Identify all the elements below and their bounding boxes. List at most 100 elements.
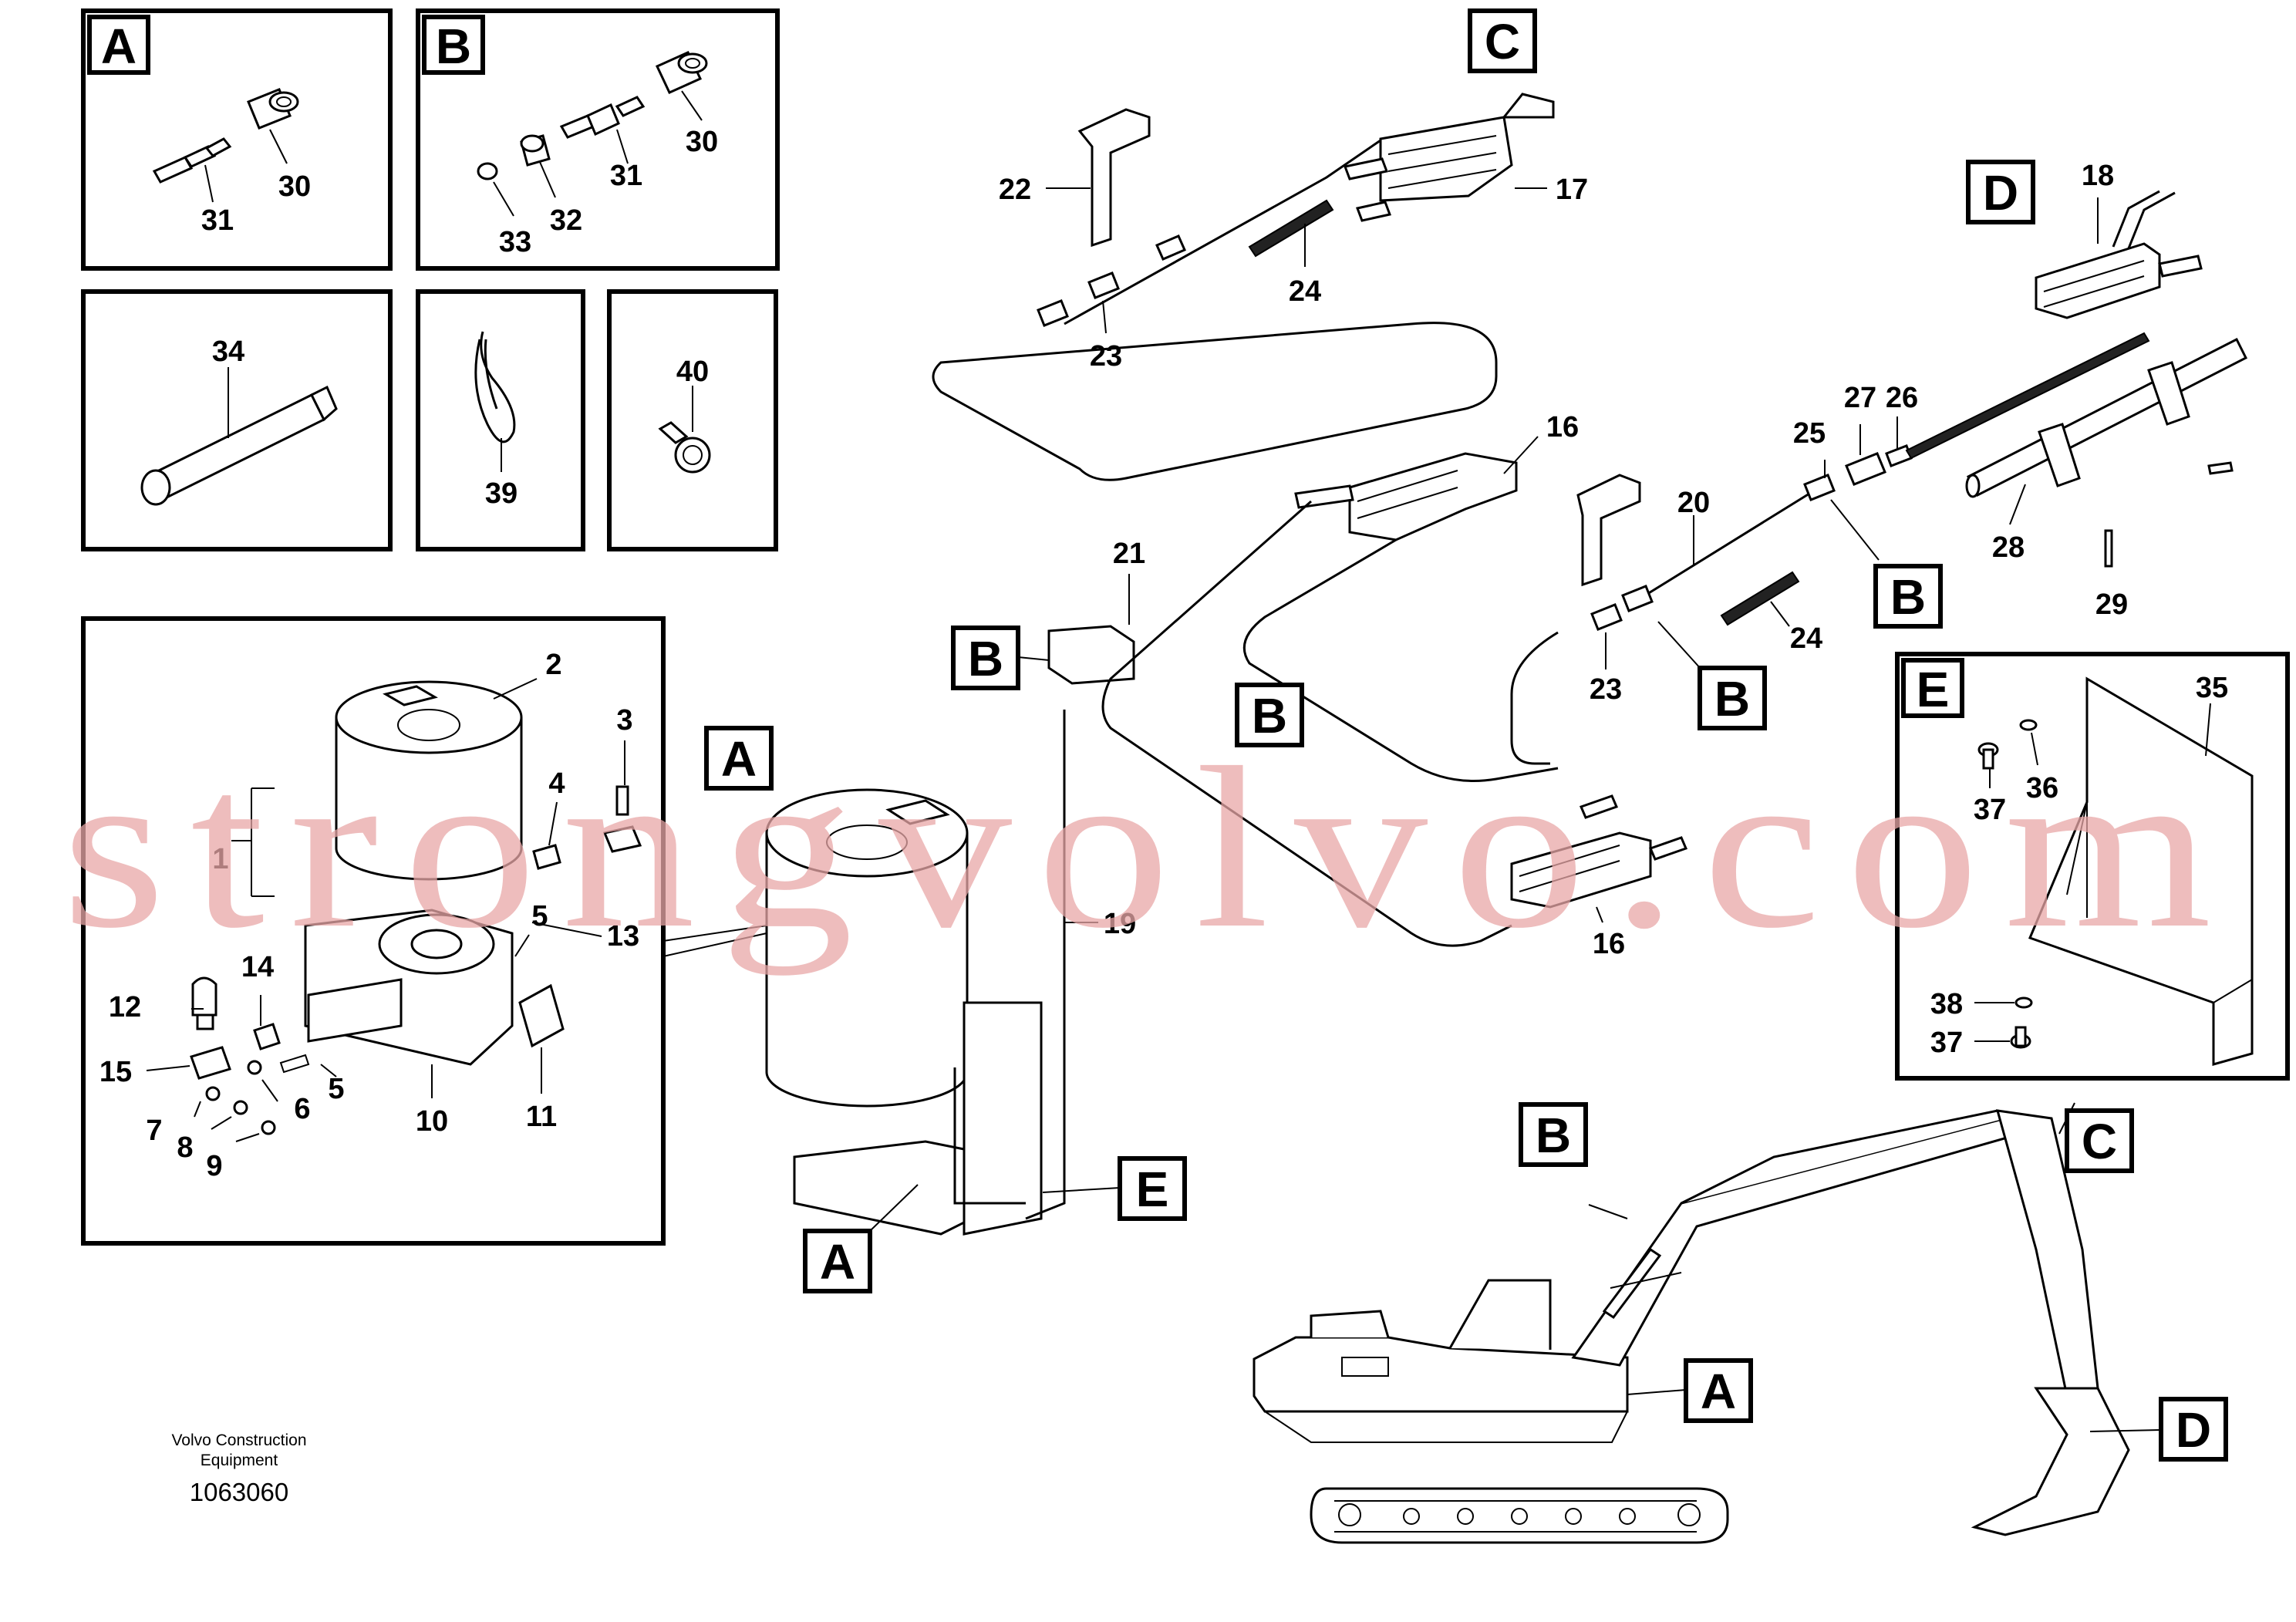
bolt-drawing [2207,461,2234,475]
tag-d-machine: D [2176,1402,2211,1458]
label-23b: 23 [1590,673,1622,706]
label-36: 36 [2026,772,2058,804]
label-14: 14 [241,951,274,983]
tag-b-right-1: B [1714,671,1750,727]
label-6: 6 [294,1093,310,1125]
label-35: 35 [2196,672,2228,704]
label-10: 10 [416,1105,448,1138]
washer-36-drawing [2019,719,2038,731]
part-7-drawing [205,1086,221,1101]
label-16a: 16 [1546,411,1579,443]
bracket-22-drawing: 22 [999,108,1151,248]
bracket-20-top-drawing [1576,474,1641,587]
part-30-drawing [655,51,708,94]
detail-a-letter: A [101,19,137,74]
cable-tie-39-drawing [474,331,516,443]
tag-a-bottom: A [820,1234,855,1290]
distribution-block-18-drawing: 18 [2035,160,2203,319]
label-26: 26 [1886,382,1918,414]
label-18: 18 [2082,160,2114,192]
part-31-drawing [559,96,646,139]
detail-frame-e: E 35 37 36 38 37 [1895,652,2290,1081]
distribution-block-17-drawing: 17 [1343,93,1588,222]
footer-company: Volvo Construction [171,1431,306,1449]
tube-28-drawing: 28 29 [1965,337,2248,621]
label-2: 2 [545,649,561,681]
part-6-drawing [247,1060,262,1075]
watermark-text: strongvolvo.com [62,720,2237,976]
footer-company-line2: Equipment [201,1452,278,1469]
label-11: 11 [526,1101,557,1133]
tag-b-machine: B [1536,1108,1571,1163]
tag-c: C [1485,14,1520,69]
spring-guard-long [1905,332,2150,460]
label-33: 33 [499,226,531,258]
part-5-drawing [279,1054,310,1074]
label-22: 22 [999,174,1031,206]
label-5a: 5 [531,900,548,932]
detail-frame-b: B 33 32 31 30 [416,8,780,271]
tag-c-machine: C [2082,1114,2117,1169]
elbow-15-drawing [190,1046,231,1080]
label-32: 32 [550,204,582,237]
fitting-31-drawing [152,137,232,184]
label-7: 7 [146,1114,162,1147]
detail-frame-34: 34 [81,289,393,551]
track-rollers [1338,1503,1701,1526]
tag-e-main: E [1136,1162,1169,1217]
fitting-3-drawing [602,785,642,853]
label-37b: 37 [1930,1027,1963,1059]
label-4: 4 [548,767,565,800]
hose-loop-outer [1101,500,1512,947]
fittings-23-upper [1037,234,1186,327]
tag-b-left: B [968,631,1003,686]
bolt-37-bottom-drawing [2010,1026,2031,1049]
label-12: 12 [109,991,141,1023]
label-27: 27 [1844,382,1876,414]
fitting-4-drawing [532,844,561,870]
part-32-drawing [520,134,551,167]
tag-b-center: B [1252,688,1287,744]
label-24b: 24 [1790,622,1822,655]
distribution-block-16-lower-drawing: 16 [1510,794,1688,960]
detail-frame-40: 40 [607,289,778,551]
hose-20-drawing [1634,492,1810,603]
hose-19-drawing [1025,710,1066,1220]
label-28: 28 [1992,531,2025,564]
bolt-37-top-drawing [1977,742,1999,770]
hose-loop-lower [1242,538,1559,782]
label-30b: 30 [686,126,718,158]
label-23a: 23 [1090,340,1122,373]
label-30: 30 [278,170,311,203]
pump-assembly-drawing [663,788,1043,1236]
label-24a: 24 [1289,275,1321,308]
detail-frame-39: 39 [416,289,585,551]
label-20: 20 [1677,487,1710,519]
spring-guard-24-upper [1248,199,1334,258]
distribution-block-16-upper-drawing: 16 [1294,411,1579,541]
part-8-drawing [233,1100,248,1115]
label-37a: 37 [1974,794,2006,826]
grease-cartridge-34-drawing [140,385,338,506]
label-25: 25 [1793,417,1826,450]
tag-a-main: A [721,731,757,787]
pump-detail-frame: 2 3 4 1 5 13 12 14 15 5 6 7 8 9 10 11 [81,616,666,1246]
detail-e-letter: E [1917,662,1950,717]
footer-document-number: 1063060 [190,1478,288,1506]
label-9: 9 [206,1150,222,1182]
fitting-14-drawing [253,1023,281,1050]
excavator-overview-drawing [1253,1102,2162,1544]
label-39: 39 [485,477,518,510]
label-31b: 31 [610,160,642,192]
cover-11-drawing [518,983,565,1048]
label-17: 17 [1556,174,1588,206]
pump-reservoir-drawing [335,680,523,881]
tag-d: D [1983,165,2018,221]
label-16b: 16 [1593,928,1625,960]
label-19: 19 [1104,908,1136,940]
pump-body-drawing [304,909,514,1066]
label-13: 13 [607,920,639,953]
label-1: 1 [212,843,228,875]
hose-loop-upper [932,322,1498,481]
